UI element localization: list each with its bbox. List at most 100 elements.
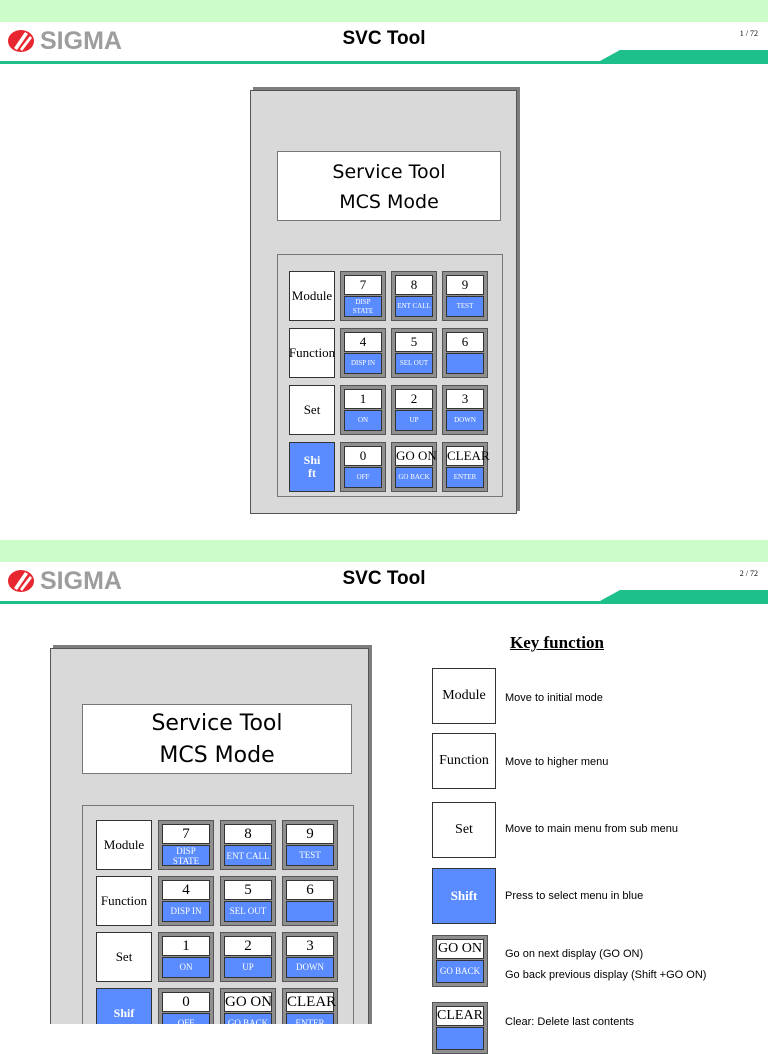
key-9-label: 9 bbox=[446, 275, 484, 295]
slide-title: SVC Tool bbox=[342, 28, 426, 49]
legend-set-key: Set bbox=[432, 802, 496, 858]
legend-go-on-label: GO ON bbox=[436, 939, 484, 959]
key-9-sub: TEST bbox=[446, 296, 484, 317]
legend-function-key: Function bbox=[432, 733, 496, 789]
sigma-logo-icon bbox=[8, 30, 34, 52]
key-8-label: 8 bbox=[224, 824, 272, 844]
key-7-label: 7 bbox=[344, 275, 382, 295]
function-key[interactable]: Function bbox=[289, 328, 335, 378]
key-4-label: 4 bbox=[162, 880, 210, 900]
key-2-label: 2 bbox=[395, 389, 433, 409]
key-function-title: Key function bbox=[510, 633, 604, 652]
key-6[interactable]: 6 bbox=[282, 876, 338, 926]
module-key[interactable]: Module bbox=[289, 271, 335, 321]
key-3-label: 3 bbox=[446, 389, 484, 409]
key-1-label: 1 bbox=[162, 936, 210, 956]
sigma-logo-icon bbox=[8, 570, 34, 592]
slide-title: SVC Tool bbox=[342, 568, 426, 589]
slide-1: SIGMA SVC Tool 1 / 72 Service Tool MCS M… bbox=[0, 0, 768, 514]
key-4-sub: DISP IN bbox=[344, 353, 382, 374]
divider-line bbox=[0, 50, 768, 64]
key-0-label: 0 bbox=[162, 992, 210, 1012]
legend-go-back-label: GO BACK bbox=[436, 960, 484, 983]
legend-module-key: Module bbox=[432, 668, 496, 724]
legend-module-desc: Move to initial mode bbox=[505, 692, 603, 704]
screen-line-2: MCS Mode bbox=[159, 743, 275, 768]
divider-line bbox=[0, 590, 768, 604]
key-1-sub: ON bbox=[344, 410, 382, 431]
key-3-sub: DOWN bbox=[446, 410, 484, 431]
shift-key[interactable]: Shif bbox=[96, 988, 152, 1024]
key-6-sub bbox=[286, 901, 334, 922]
legend-function-desc: Move to higher menu bbox=[505, 756, 609, 768]
key-2-sub: UP bbox=[395, 410, 433, 431]
clear-sub: ENTER bbox=[446, 467, 484, 488]
module-key[interactable]: Module bbox=[96, 820, 152, 870]
go-on-label: GO ON bbox=[224, 992, 273, 1012]
key-6-label: 6 bbox=[446, 332, 484, 352]
set-key[interactable]: Set bbox=[96, 932, 152, 982]
page-number: 2 / 72 bbox=[739, 569, 758, 578]
legend-shift-desc: Press to select menu in blue bbox=[505, 890, 644, 902]
key-9-sub: TEST bbox=[286, 845, 334, 866]
screen-line-1: Service Tool bbox=[332, 161, 446, 183]
key-5-label: 5 bbox=[395, 332, 433, 352]
legend-clear-label: CLEAR bbox=[436, 1006, 484, 1026]
key-5-label: 5 bbox=[224, 880, 272, 900]
screen-line-2: MCS Mode bbox=[339, 191, 439, 213]
legend-clear-key: CLEAR bbox=[432, 1002, 488, 1054]
top-band bbox=[0, 0, 768, 22]
key-7-label: 7 bbox=[162, 824, 210, 844]
legend-go-on-desc: Go on next display (GO ON) bbox=[505, 948, 644, 960]
top-band bbox=[0, 540, 768, 562]
device-screen: Service Tool MCS Mode bbox=[277, 151, 501, 221]
key-7-sub: DISP STATE bbox=[344, 296, 382, 317]
key-0-label: 0 bbox=[344, 446, 382, 466]
clear-label: CLEAR bbox=[286, 992, 337, 1012]
key-6[interactable]: 6 bbox=[442, 328, 488, 378]
function-key[interactable]: Function bbox=[96, 876, 152, 926]
shift-key[interactable]: Shi ft bbox=[289, 442, 335, 492]
key-3-sub: DOWN bbox=[286, 957, 334, 978]
key-5-sub: SEL OUT bbox=[224, 901, 272, 922]
legend-clear-sub bbox=[436, 1027, 484, 1050]
key-6-label: 6 bbox=[286, 880, 334, 900]
page-number: 1 / 72 bbox=[739, 29, 758, 38]
slide-2: SIGMA SVC Tool 2 / 72 Service Tool MCS M… bbox=[0, 540, 768, 1024]
legend-set-desc: Move to main menu from sub menu bbox=[505, 823, 679, 835]
clear-sub: ENTER bbox=[286, 1013, 334, 1024]
key-5-sub: SEL OUT bbox=[395, 353, 433, 374]
screen-line-1: Service Tool bbox=[151, 711, 283, 736]
set-key[interactable]: Set bbox=[289, 385, 335, 435]
key-0-sub: OFF bbox=[344, 467, 382, 488]
key-6-sub bbox=[446, 353, 484, 374]
key-8-label: 8 bbox=[395, 275, 433, 295]
key-2-sub: UP bbox=[224, 957, 272, 978]
key-1-label: 1 bbox=[344, 389, 382, 409]
